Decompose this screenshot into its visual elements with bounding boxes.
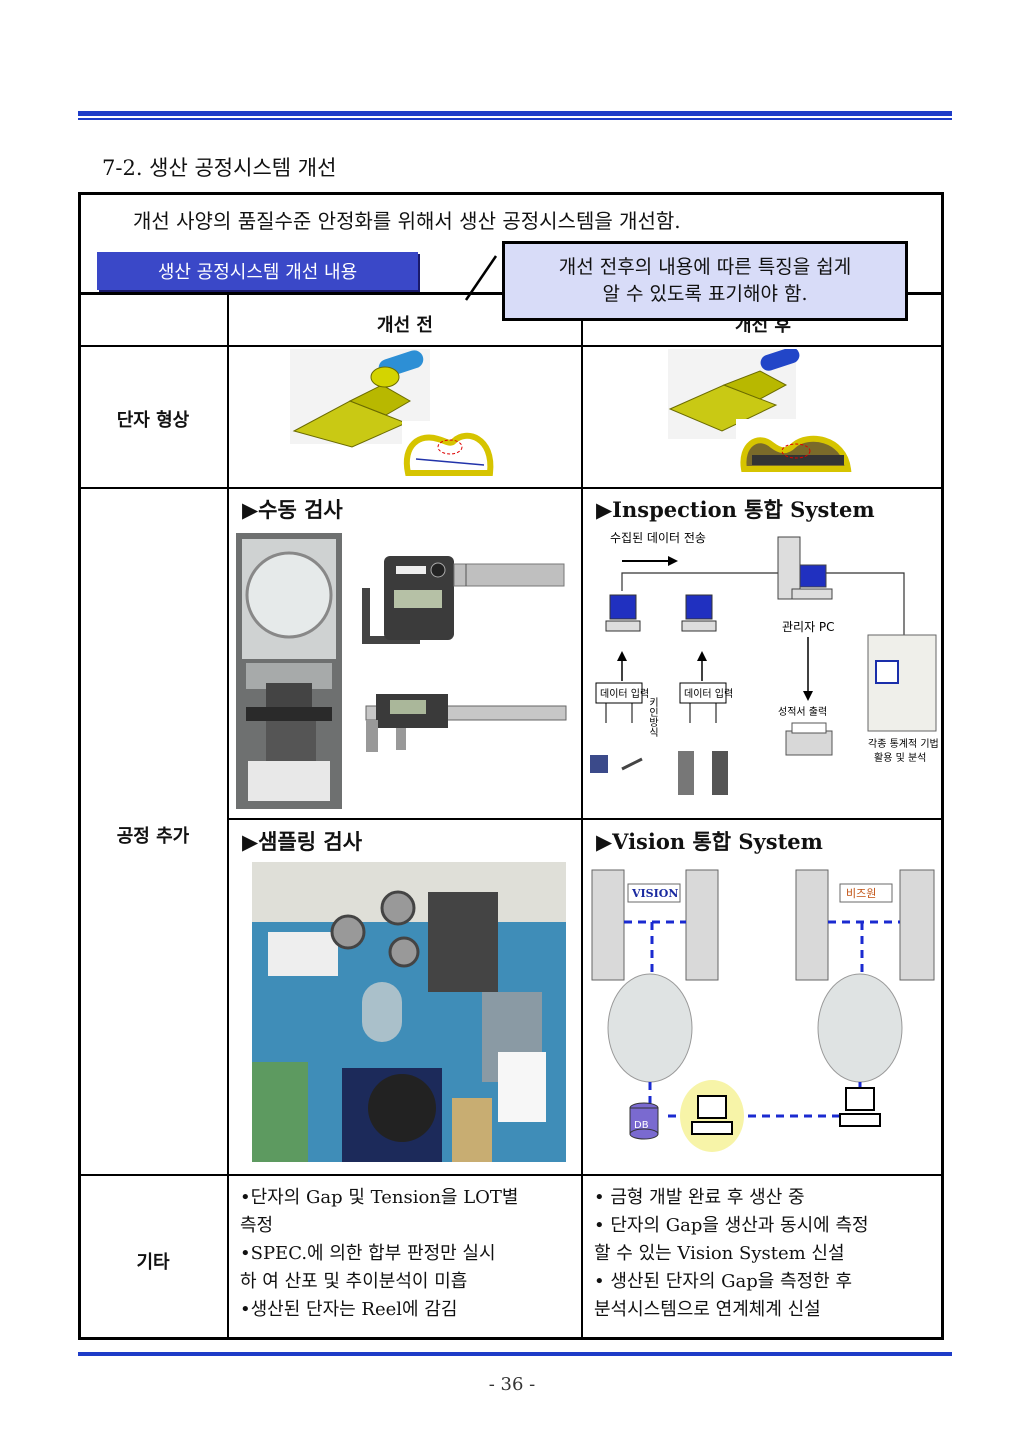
profile-projector-photo [236, 533, 342, 809]
micrometer-photo [356, 548, 576, 648]
table-row-divider [78, 345, 944, 347]
header-rule-thin [78, 118, 952, 120]
vision-en-label: VISION [631, 887, 678, 900]
list-item: • 생산된 단자의 Gap을 측정한 후 [594, 1271, 853, 1292]
transfer-label: 수집된 데이터 전송 [610, 531, 706, 545]
table-row-divider [228, 818, 944, 820]
list-item: •SPEC.에 의한 합부 판정만 실시 [240, 1243, 496, 1264]
list-item: 하 여 산포 및 추이분석이 미흡 [240, 1271, 468, 1292]
section-label-bar: 생산 공정시스템 개선 내용 [97, 252, 418, 290]
vision-kr-label: 비즈원 [846, 887, 876, 900]
stats-label-2: 활용 및 분석 [874, 751, 926, 764]
list-item: • 금형 개발 완료 후 생산 중 [594, 1187, 805, 1208]
caliper-photo [356, 686, 576, 758]
table-col-divider [581, 292, 583, 1338]
list-item: 측정 [240, 1215, 274, 1236]
list-item: 할 수 있는 Vision System 신설 [594, 1243, 845, 1264]
vision-system-diagram: VISION 비즈원 DB [588, 866, 938, 1156]
content-box [78, 192, 944, 1340]
header-rule-thick [78, 111, 952, 116]
callout-pointer-line [464, 255, 498, 301]
sampling-machine-photo [252, 862, 566, 1162]
stats-label-1: 각종 통계적 기법 [868, 738, 939, 750]
key-in-label: 키인방식 [647, 697, 659, 737]
inspection-system-diagram: 수집된 데이터 전송 관리자 PC 데이터 입력 데이터 입력 키인방식 성적서… [586, 525, 940, 813]
subheader-sampling-inspection: ▶샘플링 검사 [242, 829, 363, 854]
header-before: 개선 전 [377, 315, 433, 336]
db-label: DB [634, 1120, 649, 1131]
admin-pc-label: 관리자 PC [782, 620, 835, 634]
section-title: 7-2. 생산 공정시스템 개선 [102, 156, 337, 180]
table-row-divider [78, 487, 944, 489]
list-item: • 단자의 Gap을 생산과 동시에 측정 [594, 1215, 869, 1236]
etc-before-notes: •단자의 Gap 및 Tension을 LOT별 측정 •SPEC.에 의한 합… [240, 1184, 576, 1324]
callout-line-1: 개선 전후의 내용에 따른 특징을 쉽게 [558, 256, 852, 278]
table-col-divider [227, 292, 229, 1338]
etc-after-notes: • 금형 개발 완료 후 생산 중 • 단자의 Gap을 생산과 동시에 측정 … [594, 1184, 938, 1324]
list-item: •단자의 Gap 및 Tension을 LOT별 [240, 1187, 519, 1208]
subheader-inspection-system: ▶Inspection 통합 System [596, 497, 875, 522]
callout-line-2: 알 수 있도록 표기해야 함. [602, 283, 808, 305]
data-input-label-1: 데이터 입력 [600, 687, 649, 700]
terminal-before-illustration [290, 349, 500, 479]
footer-rule [78, 1352, 952, 1356]
data-input-label-2: 데이터 입력 [684, 687, 733, 700]
row-label-etc: 기타 [136, 1252, 170, 1273]
list-item: •생산된 단자는 Reel에 감김 [240, 1299, 458, 1320]
subheader-manual-inspection: ▶수동 검사 [242, 497, 343, 522]
page-number: - 36 - [488, 1374, 536, 1395]
terminal-after-illustration [668, 349, 858, 481]
subheader-vision-system: ▶Vision 통합 System [596, 829, 823, 854]
row-label-process-add: 공정 추가 [116, 826, 190, 847]
callout-box: 개선 전후의 내용에 따른 특징을 쉽게 알 수 있도록 표기해야 함. [502, 241, 908, 321]
list-item: 분석시스템으로 연계체계 신설 [594, 1299, 821, 1320]
intro-text: 개선 사양의 품질수준 안정화를 위해서 생산 공정시스템을 개선함. [133, 209, 681, 233]
report-label: 성적서 출력 [778, 706, 827, 718]
table-row-divider [78, 1174, 944, 1176]
row-label-terminal-shape: 단자 형상 [116, 410, 190, 431]
